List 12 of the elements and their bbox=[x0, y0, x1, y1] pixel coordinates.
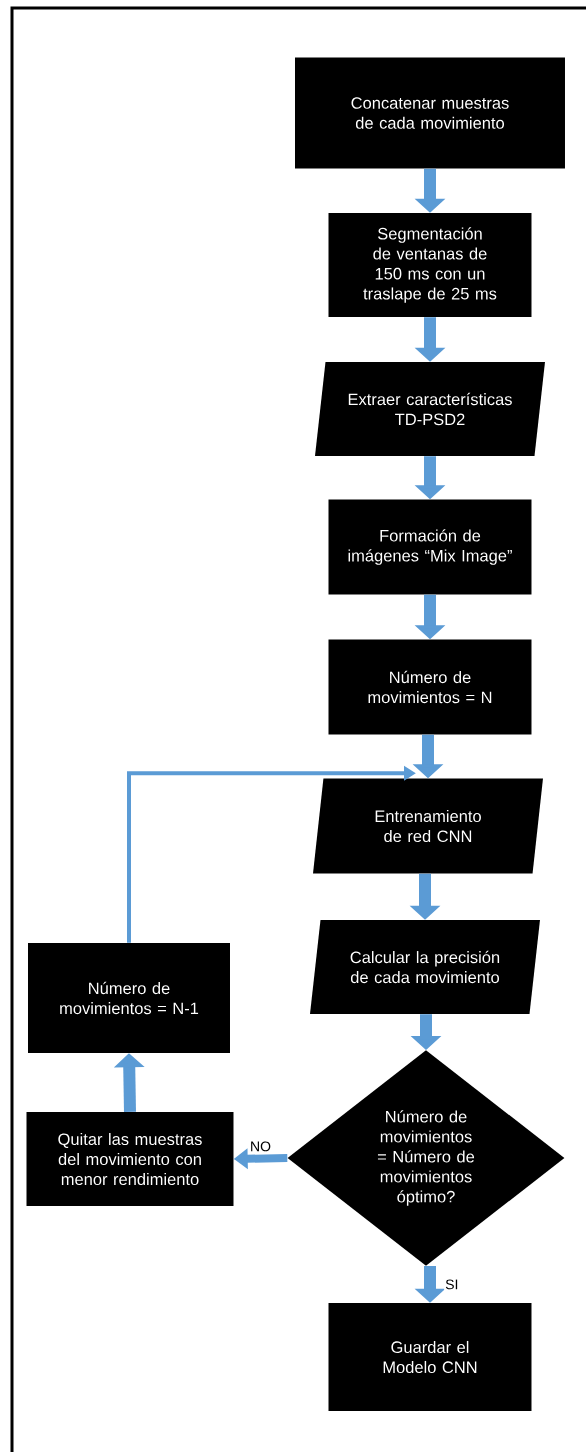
data-parallelogram: Extraer características TD-PSD2 bbox=[315, 362, 545, 456]
data-parallelogram: Calcular la precisión de cada movimiento bbox=[310, 920, 540, 1014]
process-box: Guardar el Modelo CNN bbox=[328, 1303, 532, 1411]
edge-label: SI bbox=[444, 1278, 460, 1291]
edge-label: NO bbox=[249, 1140, 272, 1153]
process-box: Número de movimientos = N-1 bbox=[28, 943, 230, 1053]
process-box: Concatenar muestras de cada movimiento bbox=[295, 57, 565, 169]
data-parallelogram: Entrenamiento de red CNN bbox=[313, 778, 543, 874]
process-box: Formación de imágenes “Mix Image” bbox=[328, 499, 532, 595]
process-box: Número de movimientos = N bbox=[328, 639, 532, 735]
process-box: Segmentación de ventanas de 150 ms con un traslape de 25 ms bbox=[328, 213, 532, 317]
process-box: Quitar las muestras del movimiento con menor rendimiento bbox=[26, 1112, 234, 1206]
